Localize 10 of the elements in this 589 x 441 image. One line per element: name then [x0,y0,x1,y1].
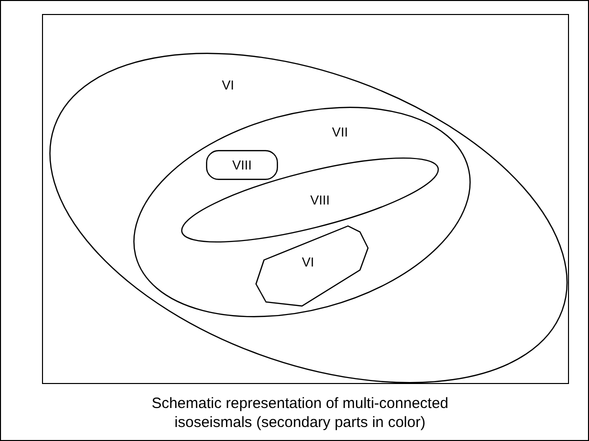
intensity-label: VIII [232,158,252,172]
intensity-label: VI [302,256,314,268]
isoseismal-ellipse [182,158,438,242]
intensity-label: VIII [310,194,330,206]
caption: Schematic representation of multi-connected isoseismals (secondary parts in color) [150,394,450,432]
isoseismal-rounded-box [206,150,278,180]
isoseismal-ellipse [134,107,470,317]
intensity-label: VII [332,126,348,138]
intensity-label: VI [222,78,234,92]
isoseismal-polygon [256,226,368,306]
